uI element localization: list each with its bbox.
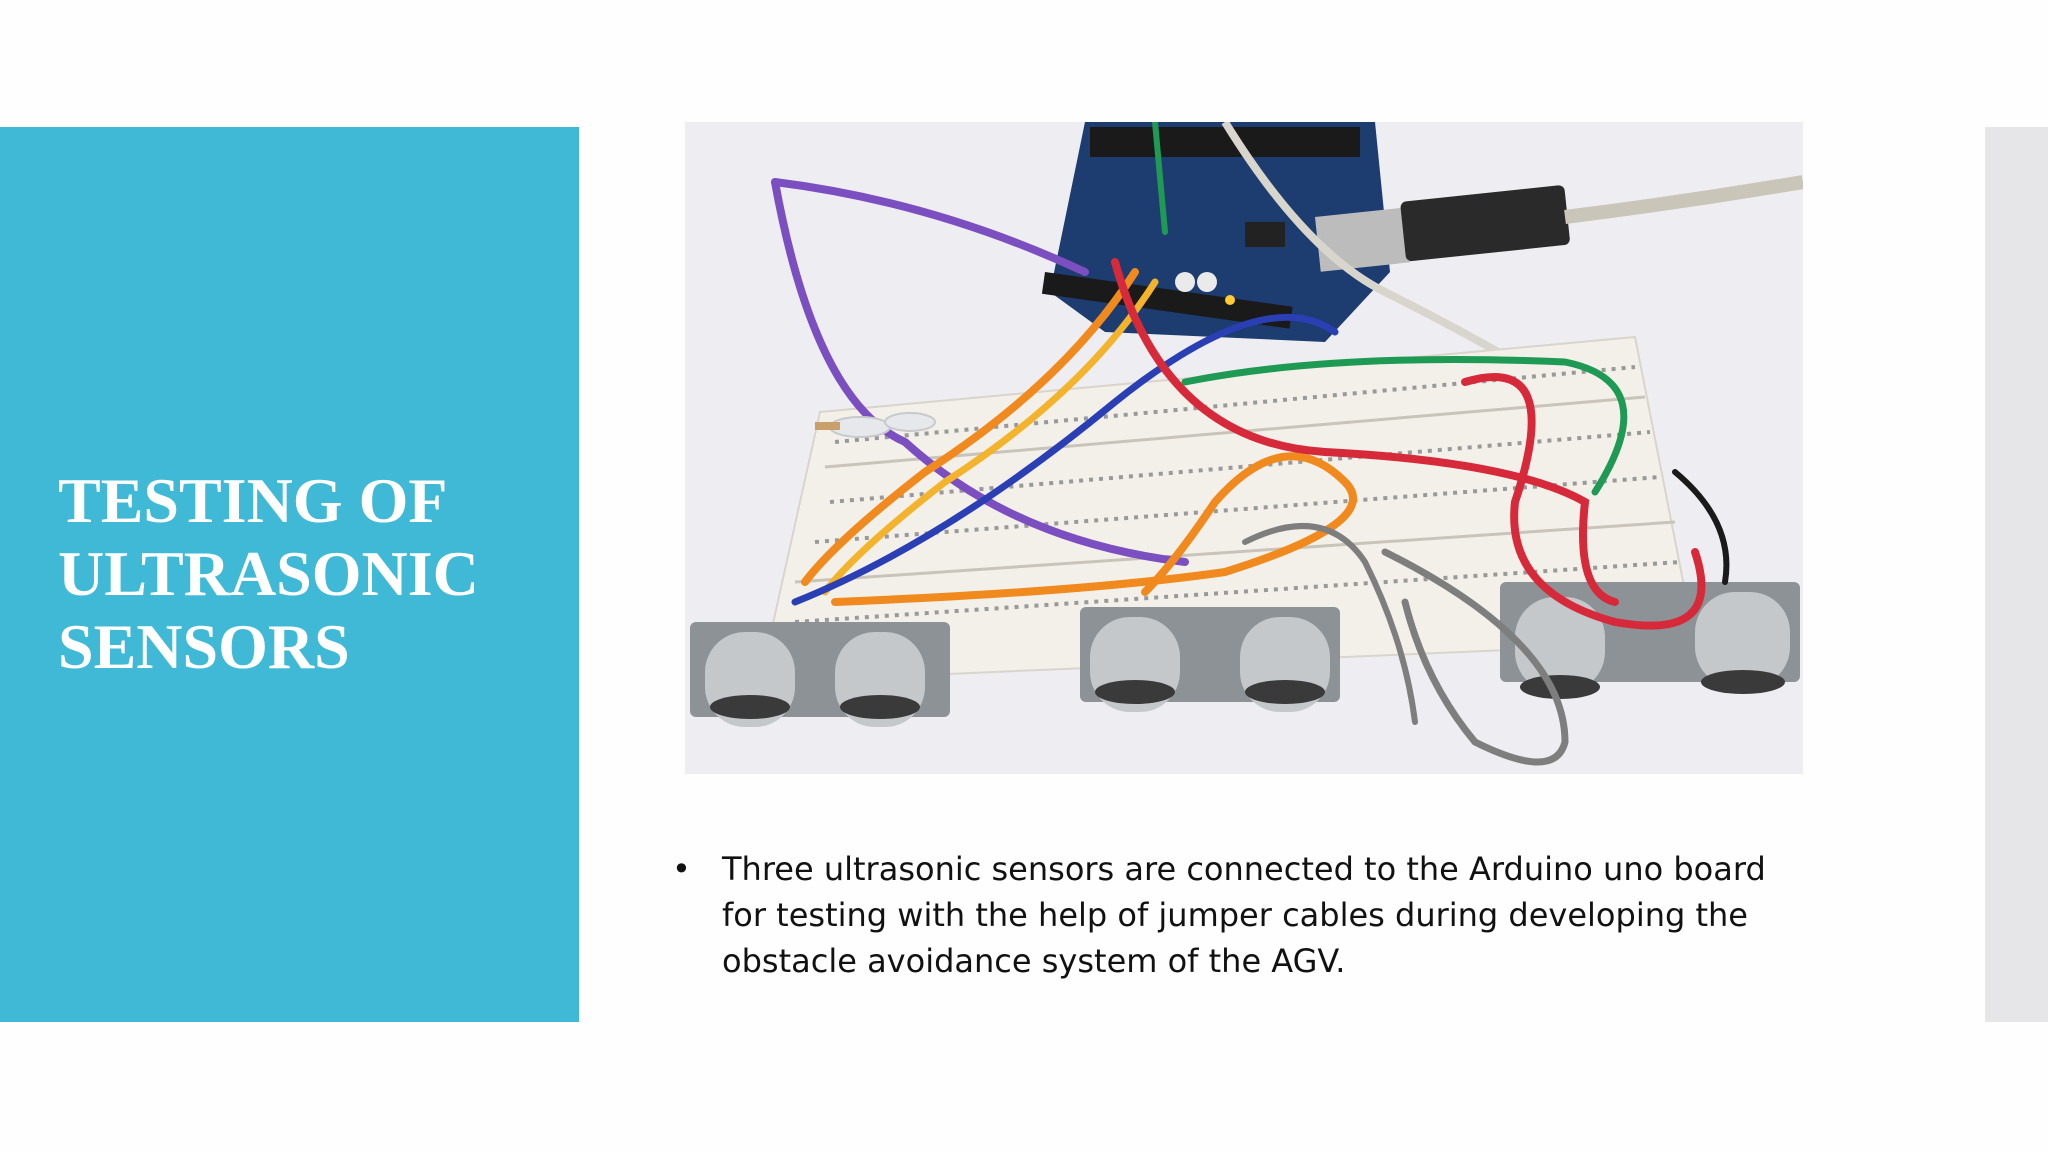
jumper-wires	[771, 122, 1730, 766]
title-panel	[0, 127, 579, 1022]
bullet-item: • Three ultrasonic sensors are connected…	[672, 846, 1802, 984]
slide-title: TESTING OF ULTRASONIC SENSORS	[58, 465, 479, 682]
ultrasonic-sensor-2	[1080, 607, 1340, 712]
bullet-marker: •	[672, 850, 691, 888]
side-strip	[1985, 127, 2048, 1022]
circuit-photo-illustration	[685, 122, 1803, 774]
bullet-list: • Three ultrasonic sensors are connected…	[672, 846, 1802, 984]
ultrasonic-sensor-1	[690, 622, 950, 727]
arduino-board	[1041, 122, 1390, 342]
bullet-text: Three ultrasonic sensors are connected t…	[722, 850, 1766, 980]
circuit-photo	[685, 122, 1803, 774]
leds	[815, 412, 936, 438]
